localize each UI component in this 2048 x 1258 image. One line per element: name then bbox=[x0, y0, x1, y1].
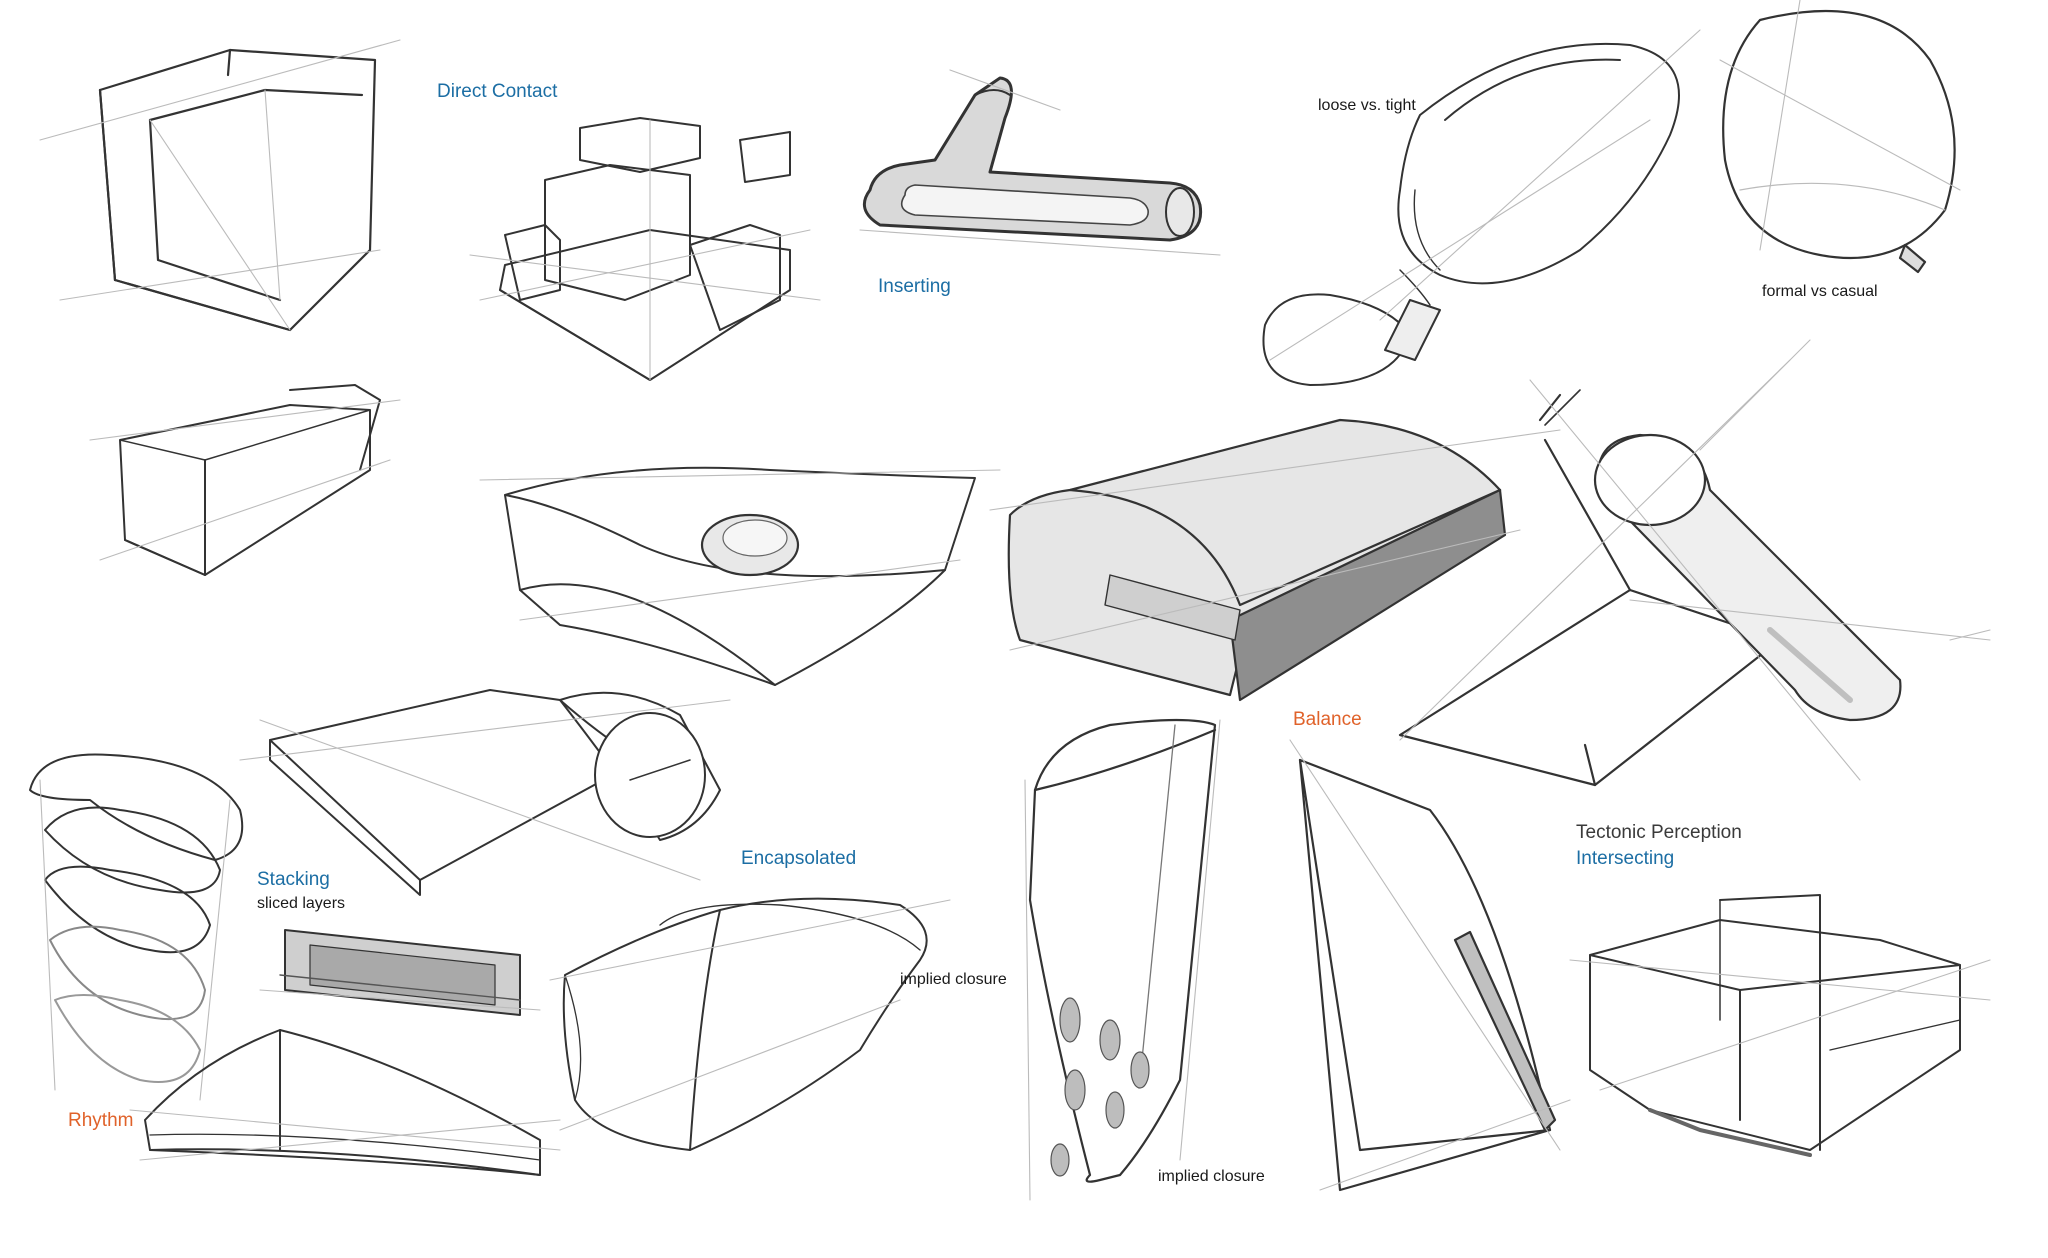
sketch-balance-wedge bbox=[1289, 739, 1571, 1192]
sketch-cylinder-on-wedge bbox=[1398, 339, 1991, 787]
sketch-intersecting-blocks bbox=[1569, 894, 1991, 1157]
sketch-encapsulated-cone bbox=[549, 897, 951, 1151]
label-stacking: Stacking bbox=[257, 869, 330, 890]
sketch-sliced-bar bbox=[259, 929, 541, 1016]
sketch-egg bbox=[1719, 0, 1961, 274]
label-inserting: Inserting bbox=[878, 276, 951, 297]
label-tectonic-perception: Tectonic Perception bbox=[1576, 822, 1742, 843]
sketch-rhythm-slabs bbox=[129, 1029, 561, 1176]
sketch-curved-slab-dome bbox=[479, 466, 1001, 686]
label-direct-contact: Direct Contact bbox=[437, 81, 558, 102]
sketch-stacked-boxes bbox=[469, 117, 821, 381]
label-implied-closure-2: implied closure bbox=[1158, 1168, 1265, 1185]
label-sliced-layers: sliced layers bbox=[257, 895, 346, 912]
label-implied-closure-1: implied closure bbox=[900, 971, 1007, 988]
sketch-inserting-tubes bbox=[859, 69, 1221, 256]
sketch-pebble-mouse bbox=[1262, 29, 1701, 386]
sketch-tray-cylinder bbox=[239, 689, 731, 896]
label-loose-vs-tight: loose vs. tight bbox=[1318, 97, 1416, 114]
sketch-open-box bbox=[39, 39, 401, 332]
sketch-tall-vase bbox=[1024, 718, 1221, 1201]
sketch-stacked-layers bbox=[29, 753, 244, 1101]
label-intersecting: Intersecting bbox=[1576, 848, 1675, 869]
label-encapsolated: Encapsolated bbox=[741, 848, 857, 869]
sketch-wedge-block bbox=[89, 384, 401, 576]
label-rhythm: Rhythm bbox=[68, 1110, 134, 1131]
sketch-shaded-block bbox=[989, 418, 1561, 702]
label-balance: Balance bbox=[1293, 709, 1362, 730]
label-formal-vs-casual: formal vs casual bbox=[1762, 283, 1878, 300]
